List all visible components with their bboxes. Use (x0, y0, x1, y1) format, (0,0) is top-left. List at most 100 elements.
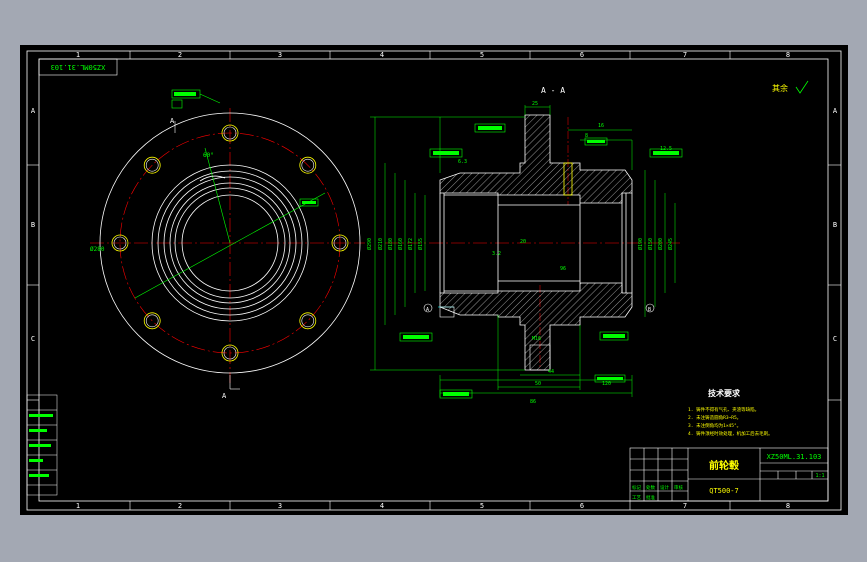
surface-finish-note: 其余 (772, 83, 788, 93)
row-label-left-b: B (31, 221, 35, 229)
row-label-right-c: C (833, 335, 837, 343)
section-mark-top: A (170, 117, 175, 125)
drawing-number: XZ50ML.31.103 (767, 453, 822, 461)
cad-drawing: 1 2 3 4 5 6 7 8 1 2 3 4 5 6 7 8 A B C A … (26, 50, 842, 511)
section-title: A - A (541, 86, 565, 95)
dim-11: 6.3 (458, 159, 467, 165)
title-block (629, 447, 829, 502)
hub-circle-3 (163, 176, 297, 310)
datum-a: A (423, 303, 433, 313)
dim-18: 50 (535, 381, 541, 387)
datum-b: B (645, 303, 655, 313)
dim-5: Ø155 (417, 238, 424, 250)
outer-border (26, 50, 842, 511)
sheet-scale: 1:1 (815, 473, 824, 479)
col-label-top-4: 4 (380, 51, 384, 59)
tech-req-item-2: 2. 未注铸造圆角R3~R5。 (688, 414, 741, 421)
col-label-bot-8: 8 (786, 502, 790, 510)
hub-circle-2 (157, 170, 303, 316)
section-dimension-text: Ø290 Ø210 Ø180 Ø160 Ø172 Ø155 Ø190 Ø150 … (366, 101, 674, 405)
tb-label-1: 标记 (632, 484, 641, 491)
end-view (90, 108, 365, 390)
col-label-top-8: 8 (786, 51, 790, 59)
dim-2: Ø180 (387, 238, 394, 250)
bore-outlines (439, 193, 633, 293)
section-top-half (439, 114, 633, 204)
dim-20: 120 (602, 381, 611, 387)
end-view-tolerance-frame (171, 89, 319, 207)
row-label-left-c: C (31, 335, 35, 343)
zone-columns-top (27, 51, 841, 510)
col-label-bot-5: 5 (480, 502, 484, 510)
technical-requirements: 技术要求 1. 铸件不得有气孔、夹渣等缺陷。 2. 未注铸造圆角R3~R5。 3… (688, 388, 773, 437)
col-label-bot-1: 1 (76, 502, 80, 510)
bolt-hole-section (563, 162, 573, 196)
tech-req-item-1: 1. 铸件不得有气孔、夹渣等缺陷。 (688, 406, 759, 413)
left-revision-strip (26, 394, 58, 496)
rotated-number-box (38, 58, 118, 76)
row-label-right-a: A (833, 107, 838, 115)
datum-a-label: A (426, 307, 429, 313)
zone-labels: 1 2 3 4 5 6 7 8 1 2 3 4 5 6 7 8 A B C A … (31, 51, 838, 510)
section-dimension-lines (370, 105, 676, 397)
inner-border (38, 58, 829, 502)
col-label-top-5: 5 (480, 51, 484, 59)
col-label-top-2: 2 (178, 51, 182, 59)
notch (199, 175, 226, 182)
title-block-text: 前轮毂 QT500-7 XZ50ML.31.103 1:1 标记 处数 设计 审… (632, 453, 825, 501)
dim-0: Ø290 (366, 238, 373, 250)
col-label-top-6: 6 (580, 51, 584, 59)
bore (181, 194, 279, 292)
dim-8: Ø200 (657, 238, 664, 250)
hub-circle-1 (151, 164, 309, 322)
tb-label-6: 批准 (646, 494, 655, 501)
col-label-bot-4: 4 (380, 502, 384, 510)
hub-circle-5 (174, 187, 286, 299)
dim-19: 86 (530, 399, 536, 405)
dim-6: Ø190 (637, 238, 644, 250)
bolt-circle (119, 132, 341, 354)
col-label-top-7: 7 (683, 51, 687, 59)
col-label-top-1: 1 (76, 51, 80, 59)
dim-21: 96 (560, 266, 566, 272)
bolt-holes (111, 124, 349, 362)
part-name: 前轮毂 (709, 459, 739, 472)
left-strip-marks (29, 414, 53, 477)
row-label-left-a: A (31, 107, 36, 115)
col-label-bot-7: 7 (683, 502, 687, 510)
section-tolerance-frames (399, 123, 683, 399)
col-label-bot-2: 2 (178, 502, 182, 510)
flange-outer (99, 112, 361, 374)
tb-label-4: 审核 (674, 484, 683, 491)
drawing-sheet: 1 2 3 4 5 6 7 8 1 2 3 4 5 6 7 8 A B C A … (20, 45, 848, 515)
end-view-dim-angle: 60° (203, 152, 214, 159)
hub-circle-4 (169, 182, 291, 304)
tech-req-item-4: 4. 铸件须经时效处理，机加工后去毛刺。 (688, 430, 773, 437)
row-label-right-b: B (833, 221, 837, 229)
dim-17: 44 (548, 369, 554, 375)
end-view-dim-dia: Ø280 (90, 246, 105, 253)
dim-15: 8 (585, 133, 588, 139)
section-view (385, 114, 680, 371)
rotated-drawing-number: XZ50ML.31.103 (51, 63, 106, 71)
dim-10: M16 (532, 336, 541, 342)
dim-3: Ø160 (397, 238, 404, 250)
dim-9: Ø245 (667, 238, 674, 250)
dim-14: 25 (532, 101, 538, 107)
surface-finish-icon (795, 80, 809, 94)
tb-label-3: 设计 (660, 484, 669, 491)
tech-req-title: 技术要求 (708, 388, 741, 398)
tb-label-5: 工艺 (632, 495, 641, 501)
dim-13: 3.2 (492, 251, 501, 257)
dim-7: Ø150 (647, 238, 654, 250)
dim-16: 16 (598, 123, 604, 129)
section-bottom-half (439, 282, 633, 371)
dim-1: Ø210 (377, 238, 384, 250)
material: QT500-7 (709, 487, 739, 495)
datum-b-label: B (648, 307, 651, 313)
angle-leader (204, 147, 231, 244)
dim-4: Ø172 (407, 238, 414, 250)
tech-req-item-3: 3. 未注倒角均为1×45°。 (688, 422, 741, 429)
angle-dim-line (134, 192, 326, 299)
col-label-bot-6: 6 (580, 502, 584, 510)
